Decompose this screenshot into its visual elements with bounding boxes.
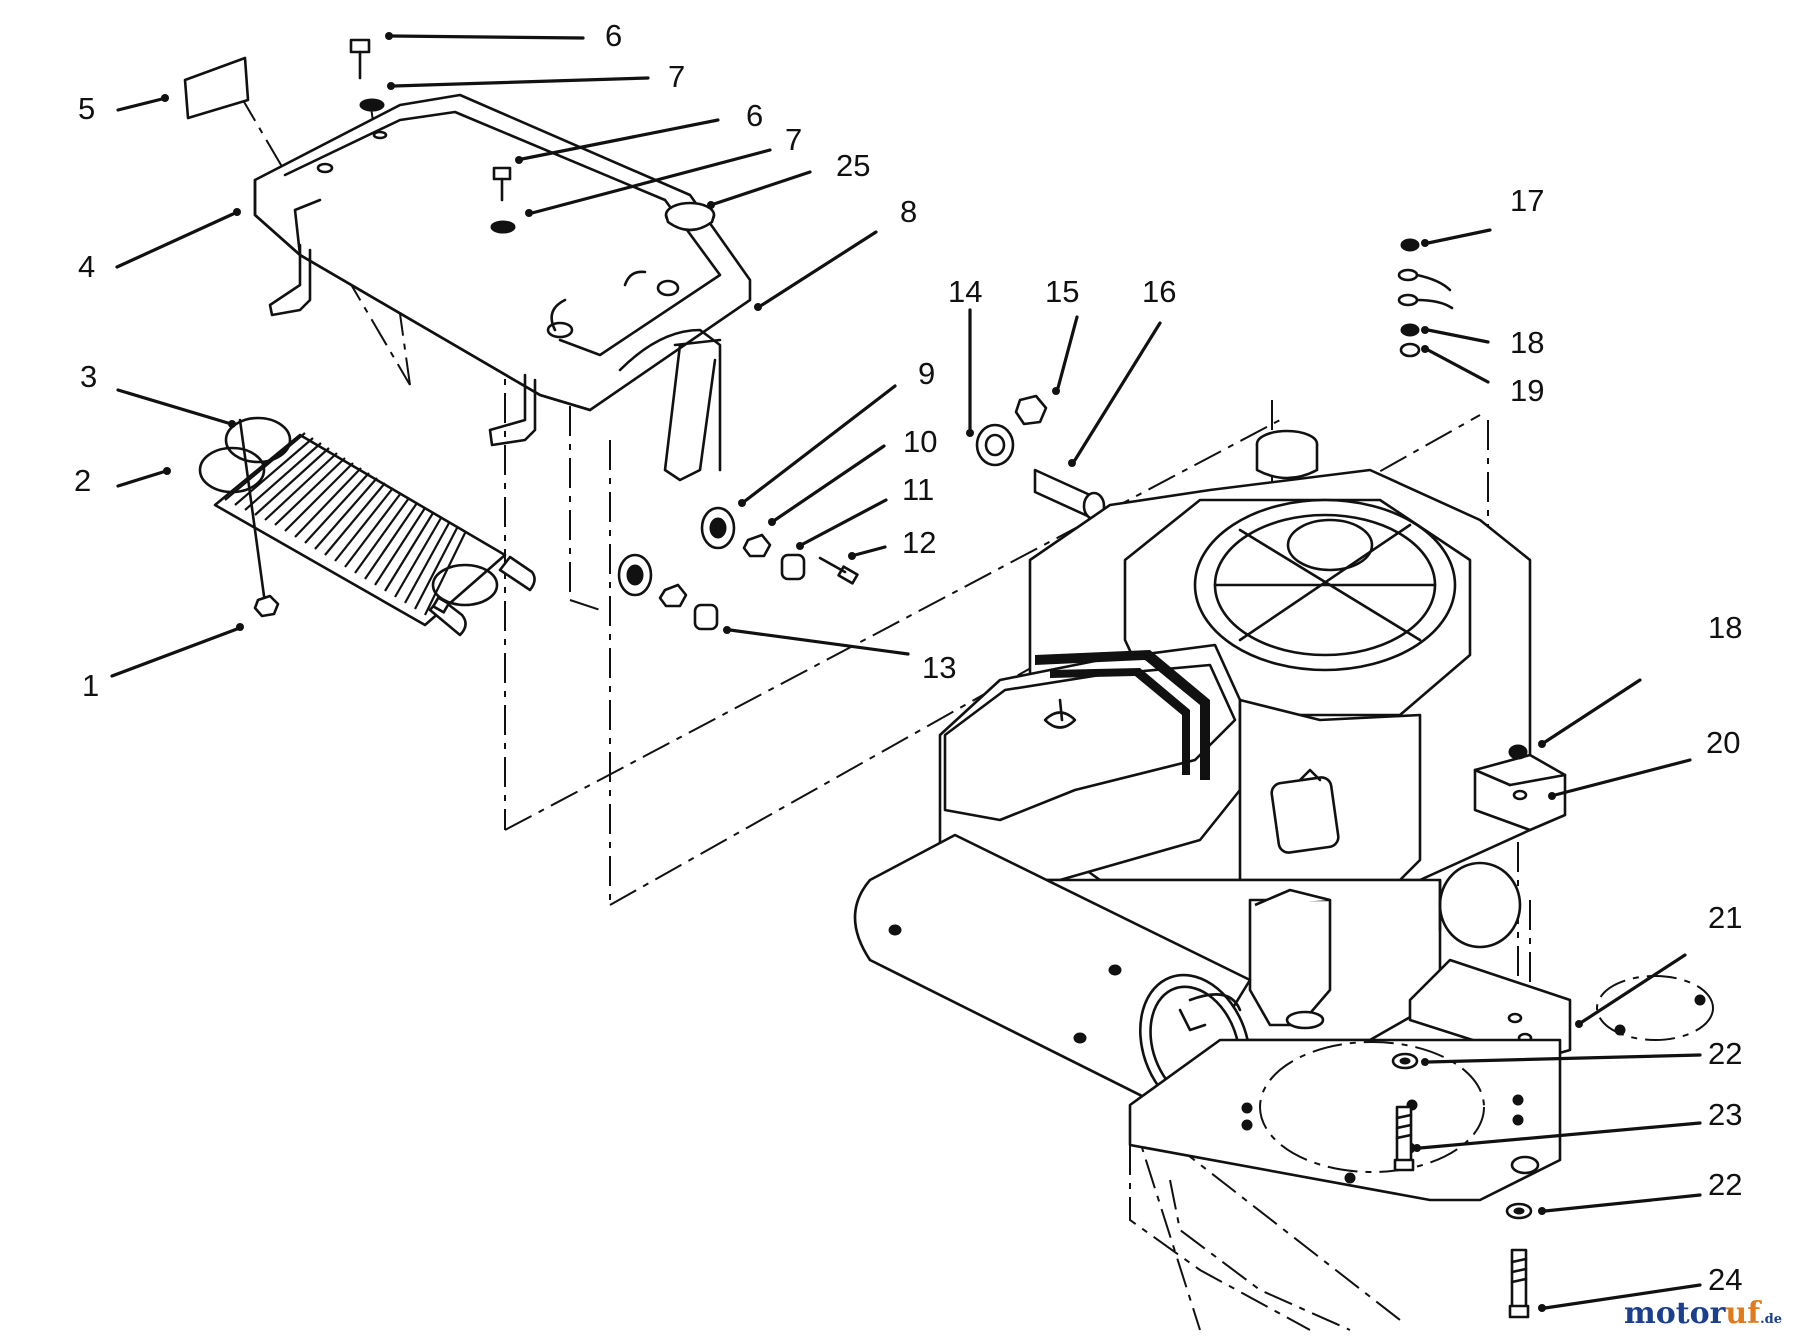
cooler-fins bbox=[224, 432, 466, 616]
washer-stack bbox=[1397, 238, 1454, 358]
callout-18: 18 bbox=[1510, 325, 1544, 360]
callout-8: 8 bbox=[900, 194, 917, 229]
callout-6: 6 bbox=[746, 98, 763, 133]
pulley-hardware bbox=[617, 506, 859, 631]
callout-16: 16 bbox=[1142, 274, 1176, 309]
watermark-main: motor bbox=[1623, 1296, 1726, 1331]
engine-part bbox=[938, 429, 1572, 1062]
watermark-accent: uf bbox=[1725, 1296, 1761, 1331]
leader-lines bbox=[110, 34, 1702, 1310]
callout-15: 15 bbox=[1045, 274, 1079, 309]
callout-22: 22 bbox=[1708, 1167, 1742, 1202]
callout-2: 2 bbox=[74, 463, 91, 498]
callout-22: 22 bbox=[1708, 1036, 1742, 1071]
watermark-logo: motoruf.de bbox=[1624, 1296, 1782, 1331]
callout-4: 4 bbox=[78, 249, 95, 284]
callout-9: 9 bbox=[918, 356, 935, 391]
callout-11: 11 bbox=[902, 472, 934, 507]
callout-7: 7 bbox=[668, 59, 685, 94]
callout-5: 5 bbox=[78, 91, 95, 126]
fitting-parts bbox=[975, 394, 1106, 521]
callout-20: 20 bbox=[1706, 725, 1740, 760]
callout-1: 1 bbox=[82, 668, 99, 703]
callout-17: 17 bbox=[1510, 183, 1544, 218]
callout-12: 12 bbox=[902, 525, 936, 560]
callout-18: 18 bbox=[1708, 610, 1742, 645]
callout-6: 6 bbox=[605, 18, 622, 53]
callout-14: 14 bbox=[948, 274, 982, 309]
callout-10: 10 bbox=[903, 424, 937, 459]
watermark-suffix: .de bbox=[1760, 1312, 1782, 1327]
callout-25: 25 bbox=[836, 148, 870, 183]
decal-plate-part bbox=[183, 56, 250, 120]
callout-labels: 6 7 5 6 7 25 8 4 3 2 1 9 10 11 12 13 14 … bbox=[74, 18, 1742, 1297]
callout-7: 7 bbox=[785, 122, 802, 157]
callout-3: 3 bbox=[80, 359, 97, 394]
knob-part bbox=[664, 201, 716, 232]
callout-21: 21 bbox=[1708, 900, 1742, 935]
engine-shroud-part bbox=[253, 93, 752, 482]
head-fins-dark bbox=[1035, 650, 1210, 780]
shroud-bolt-hardware bbox=[349, 38, 516, 234]
mount-bolts bbox=[1391, 1052, 1540, 1319]
oil-cooler-part bbox=[198, 416, 536, 637]
leader-dots bbox=[161, 32, 1583, 1312]
callout-19: 19 bbox=[1510, 373, 1544, 408]
callout-13: 13 bbox=[922, 650, 956, 685]
callout-24: 24 bbox=[1708, 1262, 1742, 1297]
callout-23: 23 bbox=[1708, 1097, 1742, 1132]
